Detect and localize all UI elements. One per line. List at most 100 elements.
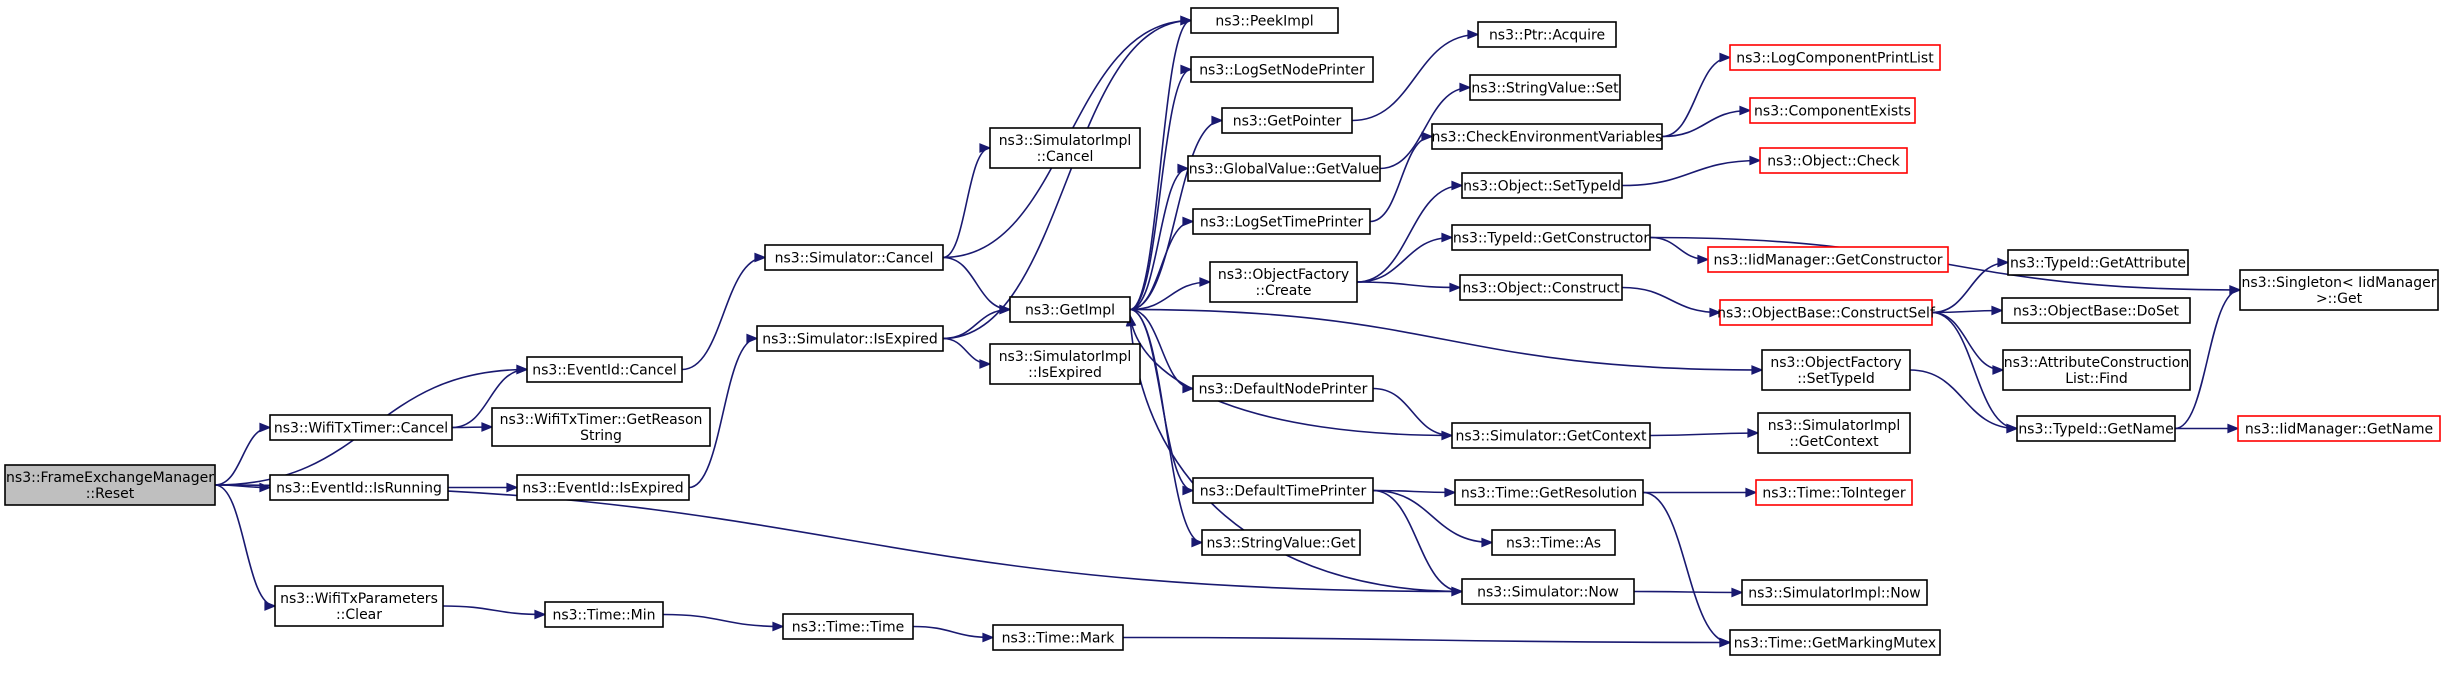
node-objectbase-constructself[interactable]: ns3::ObjectBase::ConstructSelf [1717,299,1936,326]
edge-globalvalue-getvalue-to-stringvalue-set [1379,82,1472,170]
node-iidmanager-getname[interactable]: ns3::IidManager::GetName [2237,415,2441,442]
node-label: ns3::EventId::IsRunning [276,481,442,497]
edge-line [1931,311,2018,430]
node-typeid-getconstructor[interactable]: ns3::TypeId::GetConstructor [1451,224,1651,251]
edge-defaultnodeprinter-to-sim-getcontext [1372,387,1454,441]
node-logcomponentprintlist[interactable]: ns3::LogComponentPrintList [1729,44,1941,71]
node-time-as[interactable]: ns3::Time::As [1491,529,1616,556]
edge-arrow [1182,485,1195,496]
node-checkenv[interactable]: ns3::CheckEnvironmentVariables [1431,123,1663,150]
edge-line [1931,261,2009,314]
node-wifitxparams-clear[interactable]: ns3::WifiTxParameters::Clear [274,585,444,627]
node-label: ns3::WifiTxParameters [280,591,438,607]
node-stringvalue-get[interactable]: ns3::StringValue::Get [1201,529,1361,556]
node-box [989,127,1141,169]
edge-objfactory-create-to-object-construct [1356,281,1462,293]
node-label: ns3::IidManager::GetConstructor [1713,253,1942,269]
node-eventid-isexpired[interactable]: ns3::EventId::IsExpired [516,474,690,501]
nodes-layer: ns3::FrameExchangeManager::Reset ns3::Eve… [4,7,2441,656]
node-label: ns3::EventId::IsExpired [522,481,683,497]
node-componentexists[interactable]: ns3::ComponentExists [1749,97,1916,124]
node-simimpl-isexpired[interactable]: ns3::SimulatorImpl::IsExpired [989,343,1141,385]
node-box [1459,274,1623,301]
node-ptr-acquire[interactable]: ns3::Ptr::Acquire [1477,21,1617,48]
node-label: ns3::Object::Check [1767,154,1900,170]
edge-line [1633,590,1743,594]
node-typeid-getattribute[interactable]: ns3::TypeId::GetAttribute [2007,249,2189,276]
node-box [1759,147,1908,174]
node-logsettimeprinter[interactable]: ns3::LogSetTimePrinter [1192,208,1371,235]
node-object-check[interactable]: ns3::Object::Check [1759,147,1908,174]
node-time-tointeger[interactable]: ns3::Time::ToInteger [1755,479,1913,506]
edge-wifitxtimer-cancel-to-getreasonstring [451,422,494,432]
node-objectbase-doset[interactable]: ns3::ObjectBase::DoSet [2001,297,2191,324]
node-eventid-cancel[interactable]: ns3::EventId::Cancel [526,356,683,383]
node-stringvalue-set[interactable]: ns3::StringValue::Set [1469,74,1621,101]
edge-arrow [1739,105,1752,116]
edge-line [1372,489,1463,593]
node-time-min[interactable]: ns3::Time::Min [544,601,664,628]
edge-arrow [506,482,519,493]
node-label: ns3::LogComponentPrintList [1736,51,1934,67]
node-iidmanager-getconstructor[interactable]: ns3::IidManager::GetConstructor [1707,246,1949,273]
edge-objectbase-constructself-to-typeid-getattribute [1931,257,2010,314]
node-box [2016,415,2176,442]
edge-line [1129,308,1203,544]
node-box [1755,479,1913,506]
edges-layer [214,15,2242,648]
node-box [1477,21,1617,48]
edge-object-settypeid-to-object-check [1621,155,1762,187]
node-wifitxtimer-cancel[interactable]: ns3::WifiTxTimer::Cancel [269,414,453,441]
node-label: ns3::GetImpl [1025,303,1115,319]
node-object-settypeid[interactable]: ns3::Object::SetTypeId [1461,172,1623,199]
node-defaultnodeprinter[interactable]: ns3::DefaultNodePrinter [1192,375,1374,402]
node-label: ns3::Time::GetResolution [1461,486,1637,502]
node-time-getresolution[interactable]: ns3::Time::GetResolution [1454,479,1644,506]
node-box [1719,299,1933,326]
node-sim-now[interactable]: ns3::Simulator::Now [1461,578,1635,605]
edge-line [1356,236,1453,283]
node-object-construct[interactable]: ns3::Object::Construct [1459,274,1623,301]
node-eventid-isrunning[interactable]: ns3::EventId::IsRunning [269,474,449,501]
edge-line [942,147,991,259]
node-simimpl-cancel[interactable]: ns3::SimulatorImpl::Cancel [989,127,1141,169]
node-globalvalue-getvalue[interactable]: ns3::GlobalValue::GetValue [1187,155,1381,182]
node-singleton-get[interactable]: ns3::Singleton< IidManager>::Get [2239,269,2439,311]
node-getimpl[interactable]: ns3::GetImpl [1009,296,1131,323]
node-sim-getcontext[interactable]: ns3::Simulator::GetContext [1451,422,1651,449]
node-label: ns3::Time::ToInteger [1762,486,1906,502]
node-logsetnodeprinter[interactable]: ns3::LogSetNodePrinter [1190,56,1374,83]
edge-line [214,484,276,607]
node-simimpl-getcontext[interactable]: ns3::SimulatorImpl::GetContext [1757,412,1911,454]
edge-line [1351,33,1479,122]
edge-checkenv-to-componentexists [1661,105,1752,138]
edge-line [1129,68,1192,311]
edge-arrow [979,359,992,369]
node-sim-isexpired[interactable]: ns3::Simulator::IsExpired [756,325,944,352]
node-sim-cancel[interactable]: ns3::Simulator::Cancel [764,244,944,271]
node-simimpl-now[interactable]: ns3::SimulatorImpl::Now [1741,579,1928,606]
node-time-time[interactable]: ns3::Time::Time [782,613,914,640]
edge-line [1379,86,1471,170]
node-label: ns3::Object::Construct [1462,281,1620,297]
node-time-mark[interactable]: ns3::Time::Mark [992,624,1124,651]
node-getpointer[interactable]: ns3::GetPointer [1221,107,1353,134]
node-box [1451,224,1651,251]
node-peekimpl[interactable]: ns3::PeekImpl [1190,7,1339,34]
node-label: List::Find [2065,371,2128,387]
edge-arrow [1481,537,1494,548]
node-typeid-getname[interactable]: ns3::TypeId::GetName [2016,415,2176,442]
edge-line [1909,369,2018,430]
node-reset[interactable]: ns3::FrameExchangeManager::Reset [4,464,216,506]
node-objfactory-create[interactable]: ns3::ObjectFactory::Create [1209,261,1358,303]
edge-arrow [1467,29,1480,40]
node-defaulttimeprinter[interactable]: ns3::DefaultTimePrinter [1192,477,1374,504]
node-label: ns3::ObjectBase::DoSet [2013,304,2179,320]
edge-line [1129,315,1453,437]
node-label: ::IsExpired [1028,365,1102,381]
node-time-getmarkingmutex[interactable]: ns3::Time::GetMarkingMutex [1729,629,1941,656]
edge-arrow [1182,216,1195,227]
node-objfactory-settypeid[interactable]: ns3::ObjectFactory::SetTypeId [1761,349,1911,391]
